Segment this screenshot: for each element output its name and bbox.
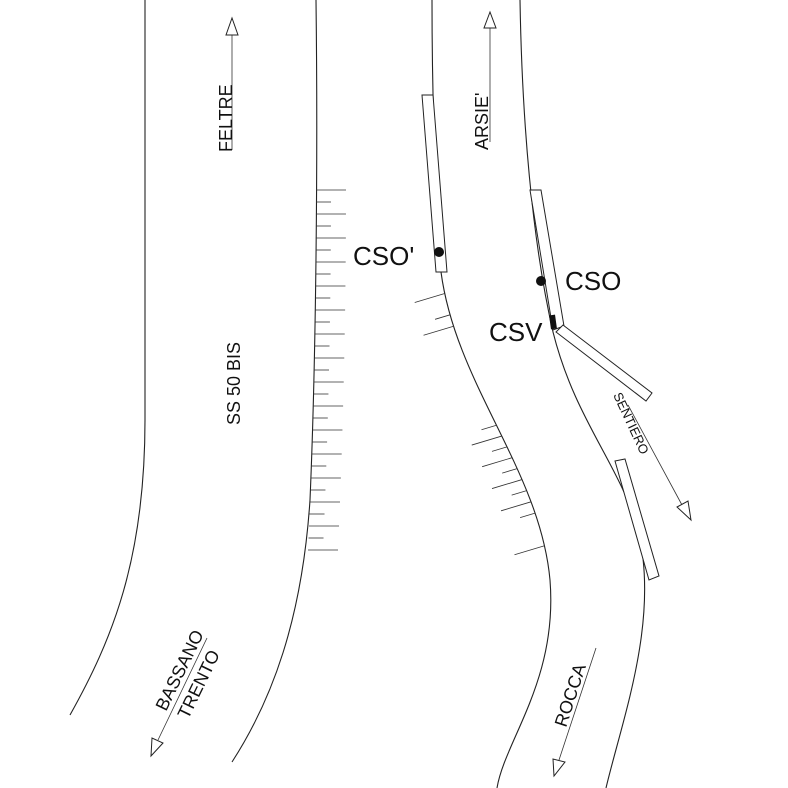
hatch-tick	[491, 479, 523, 489]
label-feltre: FELTRE	[216, 84, 236, 152]
barrier-cso	[529, 189, 565, 331]
hatch-tick	[502, 468, 518, 474]
label-arsie: ARSIE'	[472, 93, 492, 150]
cso-prime-point	[434, 247, 444, 257]
barrier-cso-prime	[421, 94, 448, 273]
sentiero-path-strip	[555, 324, 653, 402]
arrow-rocca-icon	[552, 647, 597, 778]
csv-marker	[549, 314, 557, 330]
cso-point	[536, 276, 546, 286]
hatch-tick	[482, 457, 513, 468]
hatch-tick	[471, 435, 502, 446]
hatch-tick	[423, 325, 454, 336]
label-cso-prime: CSO'	[353, 241, 414, 271]
ss50bis-left-edge	[69, 0, 146, 716]
hatch-tick	[481, 424, 497, 431]
hatch-tick	[491, 446, 508, 452]
hatch-tick	[414, 293, 445, 303]
label-csv: CSV	[489, 317, 543, 347]
label-rocca: ROCCA	[551, 661, 590, 729]
label-cso: CSO	[565, 266, 621, 296]
arrow-sentiero-icon	[627, 404, 692, 522]
ss50bis-right-edge	[231, 0, 318, 763]
barrier-lower	[614, 458, 660, 581]
arsie-road-right-edge	[519, 0, 646, 788]
arrow-bassano-icon	[150, 637, 208, 758]
arrow-up-feltre-icon	[225, 16, 239, 150]
hatch-tick	[519, 512, 536, 518]
hatch-tick	[511, 490, 527, 496]
hatch-tick	[514, 545, 545, 556]
hatch-tick	[434, 314, 451, 320]
arrow-up-arsie-icon	[483, 10, 497, 142]
hatch-tick	[500, 501, 532, 512]
embankment-hatching-middle	[414, 293, 545, 556]
embankment-hatching-left	[308, 189, 346, 551]
label-road-name: SS 50 BIS	[224, 342, 244, 425]
